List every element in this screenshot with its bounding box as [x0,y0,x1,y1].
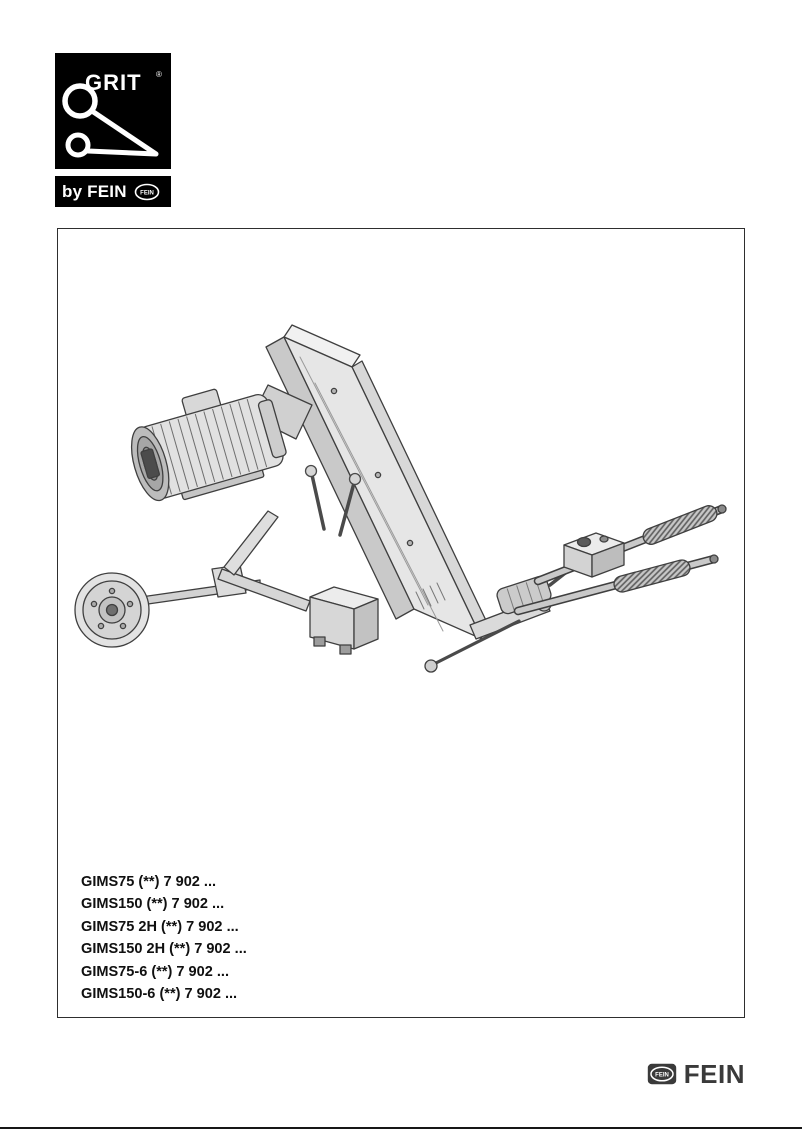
support-strut-upper [223,510,279,576]
model-item: GIMS150 2H (**) 7 902 ... [81,940,247,958]
support-strut [217,568,311,612]
handle-grip-lower [613,559,691,593]
model-item: GIMS150-6 (**) 7 902 ... [81,985,238,1003]
grit-belt-icon: GRIT ® [55,53,171,169]
switch-box [563,532,625,578]
fein-wordmark: FEIN [683,1059,745,1089]
fein-logo: FEIN FEIN [647,1059,745,1089]
base-stand [309,586,379,655]
belt-housing [265,324,493,640]
svg-text:FEIN: FEIN [140,190,154,196]
grit-logo: GRIT ® [55,53,171,169]
adjustment-levers [304,464,362,537]
handle-grip-upper [642,505,718,545]
model-list: GIMS75 (**) 7 902 ... GIMS150 (**) 7 902… [81,871,252,1005]
electric-motor [130,388,287,502]
registered-mark: ® [156,70,162,79]
fein-badge-icon: FEIN [647,1063,676,1085]
switch-button [576,536,592,548]
machine-illustration [74,324,727,673]
cover-frame: GIMS75 (**) 7 902 ... GIMS150 (**) 7 902… [57,228,745,1018]
fein-oval-badge-icon: FEIN [134,183,159,200]
by-fein-label: by FEIN [62,181,127,201]
model-item: GIMS75-6 (**) 7 902 ... [81,962,230,980]
model-item: GIMS150 (**) 7 902 ... [81,895,225,913]
belt-pulley-glyph [62,83,159,158]
svg-text:FEIN: FEIN [655,1072,669,1078]
bottom-rule [0,1127,802,1129]
transport-wheel [74,572,150,648]
handle-assembly [424,504,727,673]
model-item: GIMS75 (**) 7 902 ... [81,873,217,890]
model-item: GIMS75 2H (**) 7 902 ... [81,917,239,935]
vent-grille [415,582,446,610]
by-fein-bar: by FEIN FEIN [55,176,171,207]
